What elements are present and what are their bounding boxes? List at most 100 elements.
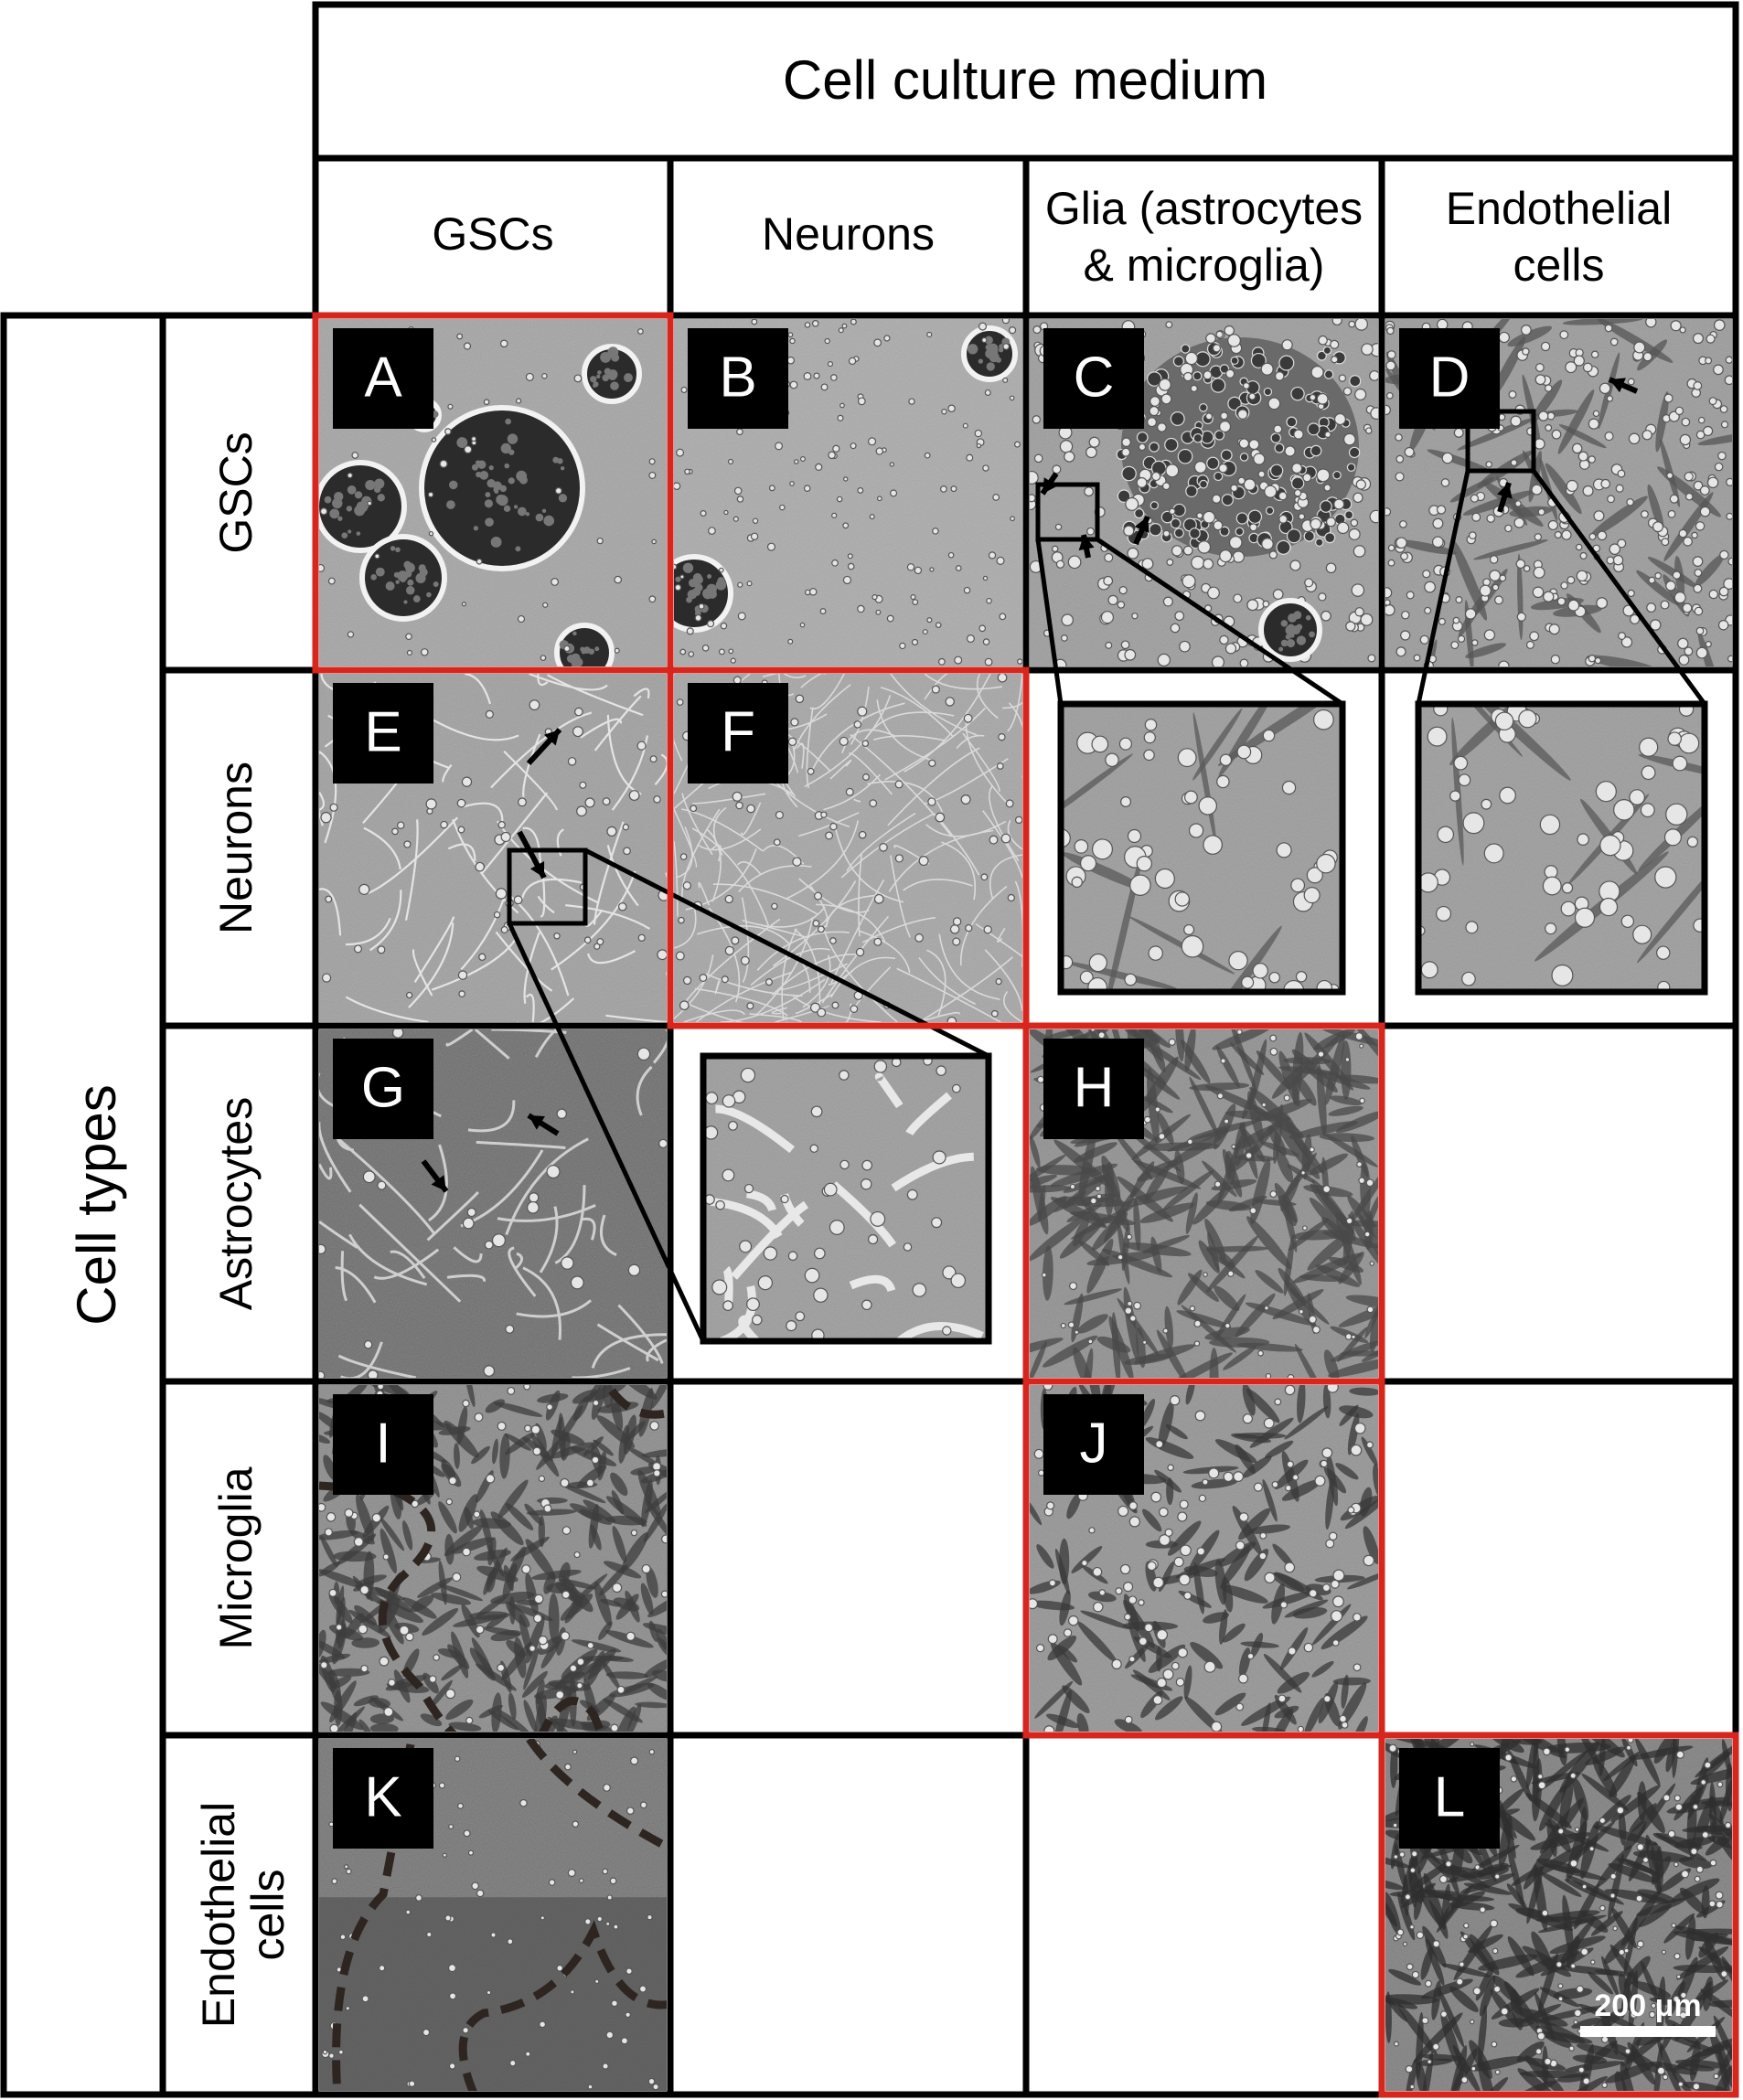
cell-dot: [1143, 1115, 1151, 1124]
cell-dot: [1534, 438, 1545, 450]
spindle-cell: [619, 1385, 658, 1400]
cell-dot: [1663, 393, 1673, 403]
spindle-cell: [1462, 490, 1534, 516]
cell-dot: [322, 2049, 328, 2055]
spindle-cell: [626, 1445, 661, 1468]
spindle-cell: [1276, 1149, 1293, 1183]
neurite: [674, 808, 698, 869]
cell-dot: [551, 578, 560, 586]
neurite: [463, 802, 504, 826]
spindle-cell: [1636, 570, 1680, 606]
neurite: [674, 674, 683, 762]
cell-dot: [1286, 1460, 1294, 1468]
neurite: [823, 773, 882, 811]
cell-dot: [1063, 1628, 1073, 1637]
cell-dot: [1385, 507, 1392, 517]
spindle-cell: [1647, 556, 1699, 589]
spindle-cell: [1515, 1950, 1580, 1978]
sphere-cell: [476, 471, 482, 478]
cell-dot: [1032, 325, 1042, 335]
cell-dot: [610, 1723, 619, 1732]
cell-dot: [483, 1365, 496, 1377]
cell-dot: [1147, 417, 1158, 428]
spindle-cell: [1311, 1660, 1334, 1678]
cell-dot: [839, 402, 845, 409]
sphere-cell: [347, 485, 357, 495]
cell-dot: [1001, 319, 1011, 325]
cell-dot: [775, 810, 784, 820]
cell-dot: [1482, 578, 1492, 587]
cell-dot: [819, 608, 827, 614]
neurite: [508, 1246, 537, 1297]
cell-dot: [1551, 429, 1562, 440]
spindle-cell: [1071, 1293, 1084, 1343]
cell-dot: [462, 2026, 469, 2034]
sphere-cell: [390, 546, 396, 551]
cell-dot: [1128, 1656, 1136, 1663]
cell-dot: [1067, 1615, 1079, 1626]
cell-dot: [809, 1144, 818, 1153]
cell-dot: [1353, 1663, 1362, 1672]
cell-dot: [1123, 525, 1135, 537]
neurite: [804, 695, 892, 788]
cell-dot: [1679, 326, 1686, 334]
cell-dot: [1141, 558, 1154, 570]
cell-dot: [1449, 790, 1461, 802]
cell-dot: [573, 374, 583, 383]
spindle-cell: [1059, 1538, 1070, 1585]
spindle-cell: [1498, 1815, 1513, 1868]
cell-dot: [1105, 641, 1113, 649]
cell-dot: [735, 801, 743, 810]
cell-dot: [1542, 876, 1562, 896]
spindle-cell: [1166, 1477, 1174, 1506]
cell-dot: [1156, 1628, 1169, 1641]
cell-dot: [1539, 814, 1561, 836]
cell-dot: [626, 1631, 636, 1641]
neurite: [335, 1266, 377, 1304]
cell-dot: [982, 638, 990, 645]
cell-dot: [448, 1476, 457, 1486]
cell-dot: [855, 947, 865, 957]
spindle-cell: [1230, 1042, 1265, 1075]
cell-dot: [847, 553, 853, 560]
sphere-cell: [1288, 613, 1298, 623]
panel-label-box: [688, 683, 788, 784]
cell-dot: [1236, 1029, 1243, 1036]
sphere-cell: [370, 574, 377, 581]
sphere-cell: [985, 348, 995, 358]
cell-dot: [530, 1424, 540, 1434]
neurite: [712, 883, 818, 915]
cell-dot: [1642, 351, 1652, 362]
neurite: [692, 793, 766, 805]
cell-dot: [1554, 530, 1562, 539]
neurite: [587, 950, 636, 965]
cell-dot: [965, 923, 973, 933]
cell-dot: [1079, 970, 1094, 985]
sphere-cell: [491, 539, 496, 544]
cell-dot: [1677, 2081, 1684, 2087]
sphere-cell: [365, 480, 376, 491]
spindle-cell: [1361, 1436, 1378, 1466]
cell-dot: [1274, 371, 1285, 381]
cell-dot: [990, 1009, 999, 1018]
cell-dot: [1474, 1864, 1481, 1871]
cell-dot: [660, 1590, 667, 1598]
cell-dot: [1597, 530, 1608, 541]
cell-dot: [457, 970, 468, 980]
cell-dot: [1690, 1847, 1698, 1856]
cell-dot: [674, 563, 678, 570]
cell-dot: [497, 821, 506, 829]
cell-dot: [1667, 731, 1682, 746]
spindle-cell: [333, 1706, 365, 1732]
cell-dot: [724, 945, 734, 956]
cell-dot: [1609, 1892, 1616, 1899]
cell-dot: [1157, 422, 1167, 432]
neurite: [373, 1248, 440, 1280]
spindle-cell: [546, 1583, 575, 1594]
cell-dot: [444, 1914, 452, 1922]
cell-dot: [682, 881, 691, 890]
neurite: [976, 674, 999, 720]
cell-dot: [1152, 1576, 1164, 1589]
cell-dot: [1588, 654, 1597, 663]
cell-dot: [1402, 1941, 1408, 1947]
